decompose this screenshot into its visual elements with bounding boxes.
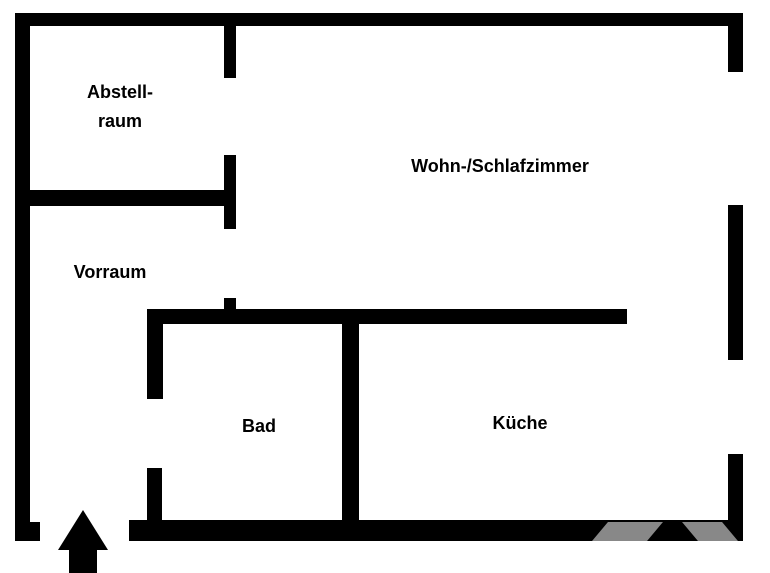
room-label-bath: Bad [241, 416, 276, 436]
room-label-hallway: Vorraum [73, 262, 147, 282]
wall-left [15, 13, 30, 541]
wall-bath-kitchen-divider [342, 324, 359, 522]
room-label-storage-line2: raum [97, 111, 142, 131]
wall-storage-bottom [30, 190, 236, 206]
wall-bath-left-upper [147, 309, 163, 399]
wall-bottom-left-stub [15, 522, 40, 541]
wall-stub [224, 298, 236, 312]
wall-top [15, 13, 743, 26]
room-label-storage-line1: Abstell- [86, 82, 153, 102]
wall-right-lower [728, 454, 743, 541]
wall-right-middle [728, 205, 743, 360]
wall-bath-kitchen-top [147, 309, 627, 324]
wall-bath-left-lower [147, 468, 162, 522]
room-label-living: Wohn-/Schlafzimmer [411, 156, 589, 176]
wall-storage-right-upper [224, 25, 236, 78]
wall-bottom [129, 520, 743, 541]
room-label-storage: Abstell- raum [60, 78, 180, 136]
wall-right-upper [728, 13, 743, 72]
room-label-kitchen: Küche [492, 413, 548, 433]
